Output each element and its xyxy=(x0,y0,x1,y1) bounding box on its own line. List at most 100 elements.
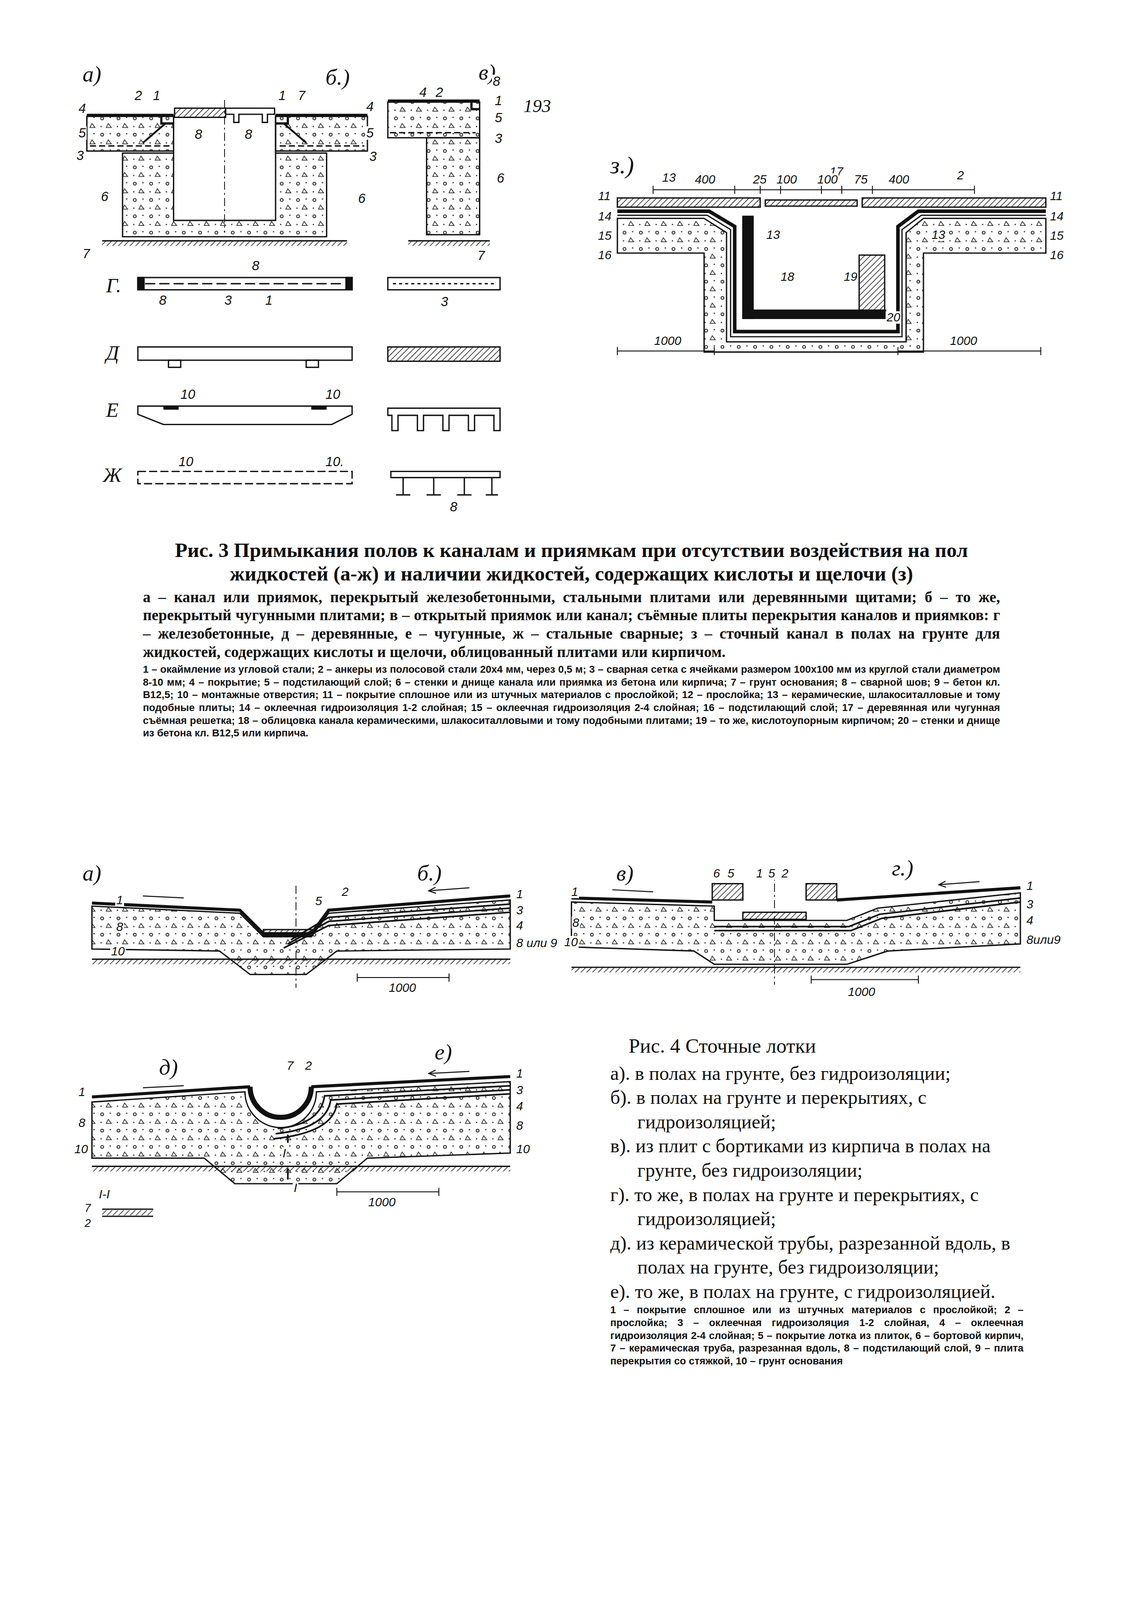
channel-section-a-b xyxy=(89,145,365,147)
callout-number: 5 xyxy=(314,894,324,908)
acid-drain-channel xyxy=(862,197,1046,207)
callout-number: 10 xyxy=(179,387,197,402)
channel-section-v xyxy=(390,131,476,134)
callout-number: 6 xyxy=(100,189,110,204)
callout-number: 15 xyxy=(597,229,613,243)
drain-tray-d-e xyxy=(91,1165,510,1171)
drain-tray-a-b xyxy=(283,904,511,948)
cover-plates xyxy=(145,283,346,285)
drain-tray-v-g xyxy=(612,881,980,892)
drain-tray-a-b xyxy=(295,885,297,988)
channel-section-v xyxy=(387,99,480,103)
callout-number: 11 xyxy=(1049,189,1065,203)
callout-number: 8 xyxy=(571,916,581,929)
callout-number: 8 xyxy=(158,293,168,308)
figure-letter: г.) xyxy=(890,857,915,880)
acid-drain-channel xyxy=(859,254,885,311)
channel-section-a-b xyxy=(86,100,368,246)
cover-plates xyxy=(137,406,353,425)
callout-number: 16 xyxy=(597,248,613,262)
channel-section-v xyxy=(407,240,490,246)
caption-block: Рис. 3 Примыкания полов к каналам и прия… xyxy=(142,538,1000,740)
acid-drain-channel xyxy=(742,310,886,319)
figure-letter: д) xyxy=(158,1056,179,1079)
callout-number: 1 xyxy=(755,867,764,880)
caption-text: е). то же, в полах на грунте, с гидроизо… xyxy=(610,1279,1024,1304)
drain-tray-v-g xyxy=(836,887,1021,900)
callout-number: 18 xyxy=(779,270,796,284)
callout-number: 3 xyxy=(75,148,85,163)
callout-number: 11 xyxy=(597,189,612,203)
callout-number: 1000 xyxy=(367,1195,397,1209)
callout-number: 2 xyxy=(83,1217,93,1229)
callout-number: 6 xyxy=(712,867,722,880)
drain-tray-v-g xyxy=(571,867,1021,985)
callout-number: 5 xyxy=(77,126,87,140)
channel-section-a-b xyxy=(225,108,275,123)
caption-text: 1 – покрытие сплошное или из штучных мат… xyxy=(610,1303,1024,1367)
callout-number: 8или9 xyxy=(1025,933,1062,946)
figure-letter: в) xyxy=(615,862,635,885)
drain-tray-v-g xyxy=(571,967,1021,973)
channel-section-a-b xyxy=(224,100,225,233)
callout-number: 400 xyxy=(887,173,911,186)
callout-number: 15 xyxy=(1049,229,1065,243)
drain-tray-d-e xyxy=(91,1071,510,1217)
callout-number: I-I xyxy=(97,1188,111,1201)
drain-tray-a-b xyxy=(357,973,450,982)
callout-number: 8 xyxy=(243,127,254,142)
callout-number: 10 xyxy=(177,455,195,469)
cover-plates xyxy=(390,471,501,478)
callout-number: 14 xyxy=(1049,210,1065,223)
callout-number: 25 xyxy=(751,173,768,186)
callout-number: 10. xyxy=(324,455,345,469)
callout-number: 3 xyxy=(515,904,525,917)
callout-number: 3 xyxy=(223,293,233,308)
callout-number: 1000 xyxy=(387,981,417,994)
acid-drain-channel xyxy=(765,200,858,207)
cover-plates xyxy=(137,471,353,484)
cover-plates xyxy=(163,406,327,410)
cover-plates xyxy=(345,277,352,290)
acid-drain-channel xyxy=(617,211,1046,332)
callout-number: 7 xyxy=(476,248,486,263)
channel-section-v xyxy=(387,100,490,246)
acid-drain-channel xyxy=(617,197,761,207)
cover-plates xyxy=(387,277,500,290)
callout-number: 16 xyxy=(1049,248,1065,262)
channel-section-v xyxy=(387,101,480,138)
callout-number: 7 xyxy=(296,88,307,103)
channel-section-a-b xyxy=(174,108,226,118)
figure-letter: Д xyxy=(105,342,120,364)
callout-number: 4 xyxy=(77,101,87,116)
callout-number: 1 xyxy=(515,887,525,901)
caption-text: 1 – окаймление из угловой стали; 2 – анк… xyxy=(142,662,1000,740)
drain-tray-a-b xyxy=(142,887,470,898)
drain-tray-d-e xyxy=(142,1071,470,1088)
acid-drain-channel xyxy=(617,215,1046,337)
callout-number: 1 xyxy=(277,88,287,103)
cover-plates xyxy=(168,360,181,367)
callout-number: 8 xyxy=(515,1119,525,1132)
callout-number: 5 xyxy=(726,867,736,880)
callout-number: 1 xyxy=(1025,879,1035,893)
channel-section-a-b xyxy=(102,240,348,246)
callout-number: 8 xyxy=(449,500,459,514)
callout-number: 1000 xyxy=(653,334,683,348)
drain-tray-d-e xyxy=(91,1081,510,1184)
callout-number: 6 xyxy=(357,191,367,206)
drain-tray-a-b xyxy=(91,885,510,988)
callout-number: 1000 xyxy=(949,334,979,348)
callout-number: 5 xyxy=(493,111,503,125)
cover-plates xyxy=(137,277,501,495)
caption-text: д). из керамической трубы, разрезанной в… xyxy=(610,1230,1024,1280)
callout-number: 13 xyxy=(661,171,677,184)
callout-number: 8 или 9 xyxy=(515,936,559,950)
callout-number: 8 xyxy=(77,1116,87,1130)
caption-block: Рис. 4 Сточные лоткиа). в полах на грунт… xyxy=(610,1032,1024,1368)
callout-number: 2 xyxy=(304,1059,314,1072)
drain-tray-v-g xyxy=(712,883,743,900)
acid-drain-channel xyxy=(617,185,1046,355)
